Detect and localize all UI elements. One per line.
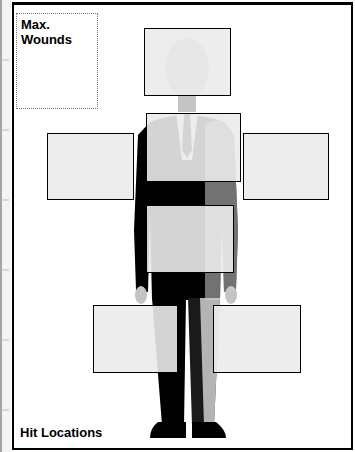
hit-location-boxes	[48, 29, 329, 373]
panel-frame: Hit Locations Max. Wounds	[12, 2, 353, 450]
margin-strip	[0, 0, 11, 452]
man-silhouette	[134, 38, 238, 438]
margin-line	[1, 0, 2, 452]
margin-ticks	[1, 60, 9, 410]
max-wounds-box: Max. Wounds	[16, 13, 98, 109]
panel-title: Hit Locations	[20, 425, 351, 440]
box-label: Max. Wounds	[21, 17, 79, 47]
